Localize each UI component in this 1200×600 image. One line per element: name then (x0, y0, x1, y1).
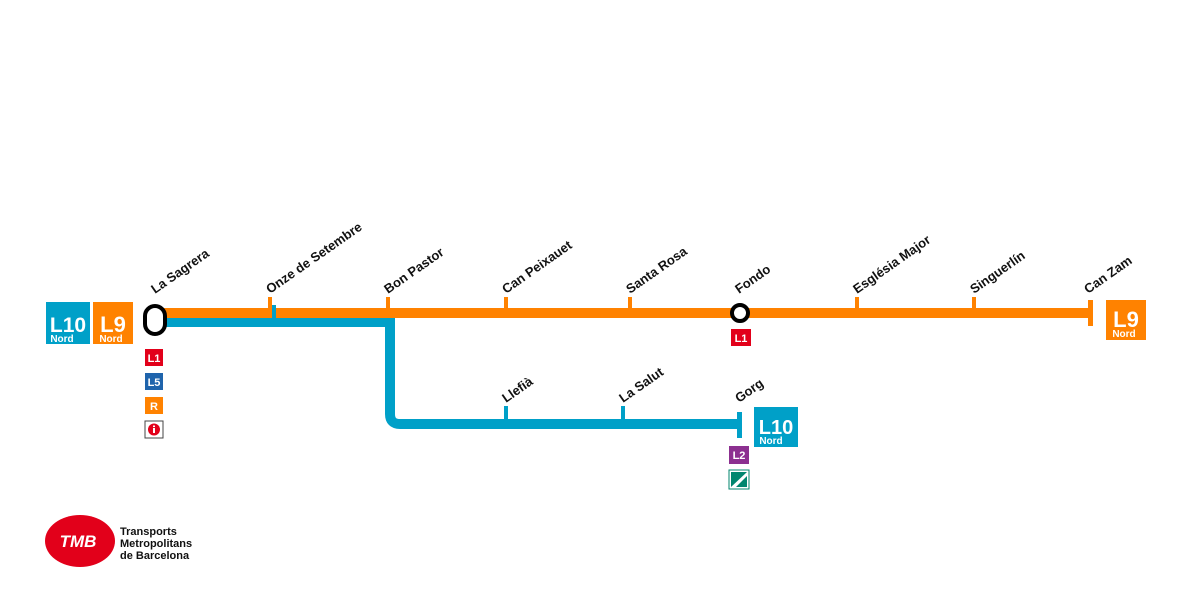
tick-santa-rosa (628, 297, 632, 313)
station-can-zam[interactable]: Can Zam (1081, 253, 1135, 297)
rodalies-icon[interactable] (145, 397, 163, 414)
l10-badge-code: L10 (50, 314, 86, 337)
l9-terminus-bg (1106, 300, 1146, 340)
station-esglesia-major[interactable]: Església Major (850, 232, 933, 297)
l10-line[interactable] (155, 317, 740, 429)
tick-bon-pastor-l9 (386, 297, 390, 315)
terminus-can-zam (1088, 300, 1093, 326)
tmb-logo-line1: Transports (120, 526, 177, 538)
station-la-salut[interactable]: La Salut (616, 364, 667, 406)
info-icon[interactable] (144, 420, 164, 439)
tick-singuerlin (972, 297, 976, 313)
station-bon-pastor[interactable]: Bon Pastor (381, 244, 446, 296)
station-llefia[interactable]: Llefià (499, 373, 536, 405)
station-la-sagrera[interactable]: La Sagrera (148, 245, 212, 296)
metro-l5-label: L5 (148, 377, 161, 389)
fondo-l1-label: L1 (735, 333, 748, 345)
tick-esglesia-major (855, 297, 859, 313)
rodalies-label: R (150, 401, 158, 413)
tick-can-peixauet (504, 297, 508, 313)
tmb-logo[interactable]: TMB Transports Metropolitans de Barcelon… (45, 515, 192, 567)
tick-onze-de-setembre-l9 (268, 297, 272, 315)
tram-icon[interactable] (728, 469, 750, 490)
station-can-peixauet[interactable]: Can Peixauet (499, 237, 575, 297)
l10-terminus-sub: Nord (759, 436, 782, 447)
tick-onze-de-setembre-l10 (272, 305, 276, 323)
l10-badge-terminus[interactable]: L10 Nord (754, 407, 798, 447)
fondo-connections: L1 (731, 329, 751, 346)
tmb-logo-mark (45, 515, 115, 567)
interchange-la-sagrera[interactable] (143, 304, 167, 336)
tmb-logo-line2: Metropolitans (120, 538, 192, 550)
gorg-l2-label: L2 (733, 450, 746, 462)
tmb-logo-line3: de Barcelona (120, 550, 190, 562)
l9-badge-code: L9 (100, 312, 126, 337)
l9-terminus-sub: Nord (1112, 329, 1135, 340)
la-sagrera-connections: L1 L5 R (144, 349, 164, 439)
station-singuerlin[interactable]: Singuerlín (967, 248, 1028, 297)
tmb-logo-mark-text: TMB (60, 532, 97, 551)
l10-terminus-code: L10 (759, 417, 793, 439)
gorg-connections: L2 (728, 446, 750, 490)
l10-badge-left[interactable]: L10 Nord (46, 302, 90, 345)
l9-terminus-code: L9 (1113, 307, 1139, 332)
station-santa-rosa[interactable]: Santa Rosa (623, 243, 690, 296)
metro-l1-icon[interactable] (731, 329, 751, 346)
tick-la-salut (621, 406, 625, 424)
l9-badge-sub: Nord (99, 334, 122, 345)
metro-l5-icon[interactable] (145, 373, 163, 390)
l10-badge-bg (46, 302, 90, 344)
terminus-gorg (737, 412, 742, 438)
l9-badge-left[interactable]: L9 Nord (93, 302, 133, 345)
station-fondo[interactable]: Fondo (732, 261, 773, 296)
interchange-fondo[interactable] (730, 303, 750, 323)
l10-terminus-bg (754, 407, 798, 447)
metro-l1-label: L1 (148, 353, 161, 365)
tick-llefia (504, 406, 508, 424)
l9-badge-bg (93, 302, 133, 344)
station-onze-de-setembre[interactable]: Onze de Setembre (263, 219, 365, 296)
l10-badge-sub: Nord (50, 334, 73, 345)
metro-l2-icon[interactable] (729, 446, 749, 464)
station-gorg[interactable]: Gorg (732, 375, 766, 405)
l9-badge-terminus[interactable]: L9 Nord (1106, 300, 1146, 340)
metro-l1-icon[interactable] (145, 349, 163, 366)
